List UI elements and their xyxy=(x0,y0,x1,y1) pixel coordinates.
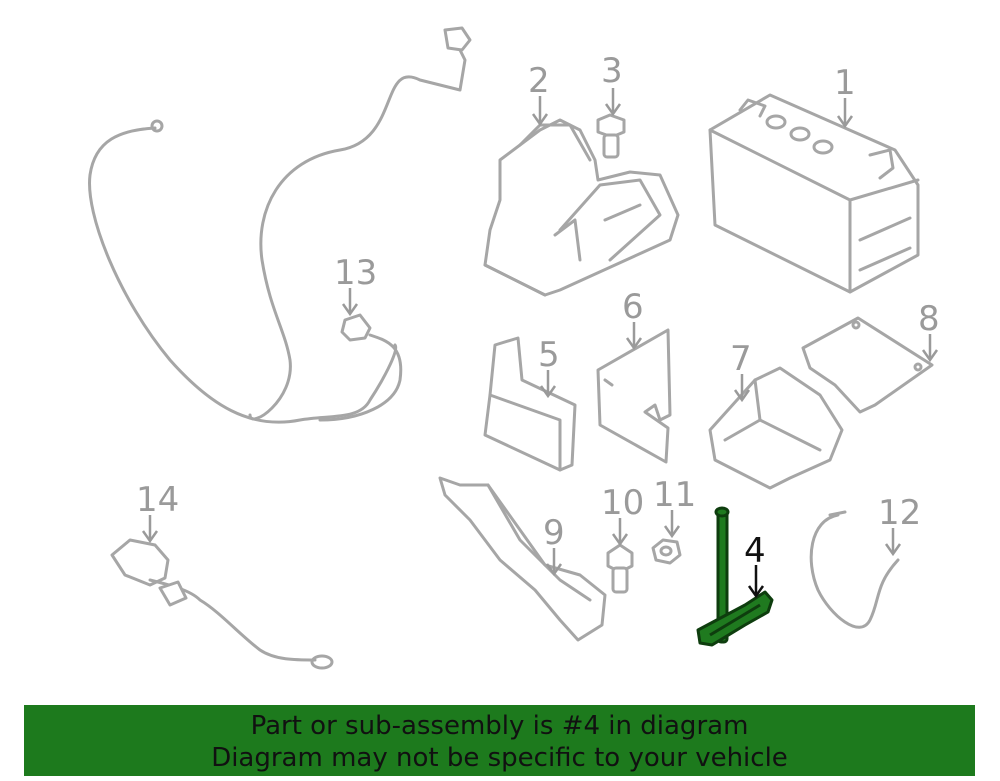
part-13-cable[interactable] xyxy=(88,26,472,424)
callout-11[interactable]: 11 xyxy=(653,475,696,515)
callout-3[interactable]: 3 xyxy=(601,51,623,91)
part-12-hose[interactable] xyxy=(809,510,900,629)
callout-7[interactable]: 7 xyxy=(730,339,752,379)
part-2-battery-tray[interactable] xyxy=(483,118,680,297)
part-7-cover[interactable] xyxy=(708,366,844,490)
callout-13[interactable]: 13 xyxy=(334,253,377,293)
part-6-shield[interactable] xyxy=(596,328,672,464)
callout-9[interactable]: 9 xyxy=(543,513,565,553)
callout-8[interactable]: 8 xyxy=(918,299,940,339)
callout-6[interactable]: 6 xyxy=(622,287,644,327)
callout-4[interactable]: 4 xyxy=(744,531,766,571)
part-10-bolt[interactable] xyxy=(606,543,634,594)
part-4-holddown[interactable] xyxy=(696,506,774,647)
parts-diagram: 1 2 3 5 6 7 xyxy=(88,26,940,670)
banner-line-2: Diagram may not be specific to your vehi… xyxy=(211,743,788,773)
callout-2[interactable]: 2 xyxy=(528,61,550,101)
info-banner: Part or sub-assembly is #4 in diagram Di… xyxy=(24,705,975,776)
banner-line-1: Part or sub-assembly is #4 in diagram xyxy=(250,711,749,741)
callout-10[interactable]: 10 xyxy=(601,483,644,523)
part-8-plate[interactable] xyxy=(801,316,934,414)
callout-14[interactable]: 14 xyxy=(136,480,179,520)
part-3-bolt[interactable] xyxy=(596,113,626,159)
part-11-nut[interactable] xyxy=(651,538,682,565)
part-5-bracket[interactable] xyxy=(483,336,577,472)
callout-12[interactable]: 12 xyxy=(878,493,921,533)
part-9-rail[interactable] xyxy=(438,476,607,642)
callout-1[interactable]: 1 xyxy=(834,63,856,103)
callout-5[interactable]: 5 xyxy=(538,335,560,375)
part-14-cable[interactable] xyxy=(110,538,334,670)
part-1-battery[interactable] xyxy=(708,93,920,294)
